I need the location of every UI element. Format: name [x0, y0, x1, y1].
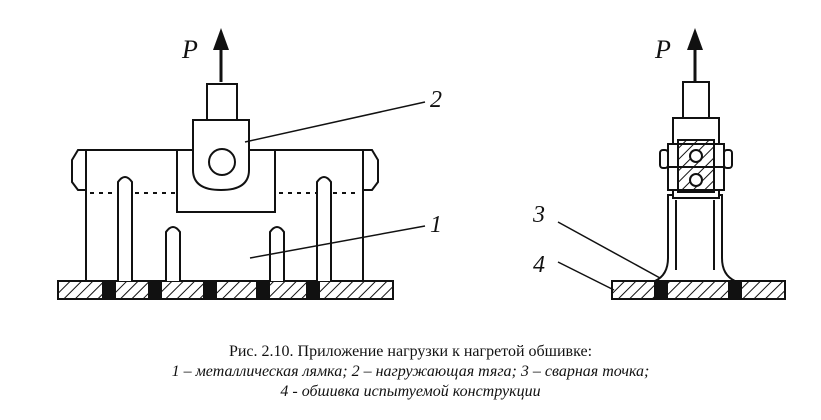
right-label-3: 3	[532, 202, 545, 228]
left-label-1: 1	[430, 212, 442, 238]
caption-line-2: 4 - обшивка испытуемой конструкции	[280, 383, 541, 400]
caption-line-1: 1 – металлическая лямка; 2 – нагружающая…	[171, 363, 650, 380]
right-skin	[611, 280, 786, 300]
left-force-label: P	[181, 35, 198, 64]
caption-title: Рис. 2.10. Приложение нагрузки к нагрето…	[228, 343, 593, 360]
left-label-2: 2	[430, 87, 442, 113]
right-assembly: P 3 4	[532, 28, 786, 300]
figure-caption: Рис. 2.10. Приложение нагрузки к нагрето…	[0, 342, 821, 402]
right-force-label: P	[654, 35, 671, 64]
right-loading-rod	[659, 81, 733, 199]
left-force-arrow	[213, 28, 229, 82]
left-skin	[57, 280, 394, 300]
figure-diagram: P	[57, 28, 786, 300]
left-assembly: P	[57, 28, 442, 300]
right-force-arrow	[687, 28, 703, 82]
right-label-4: 4	[533, 252, 545, 278]
left-loading-rod	[176, 83, 276, 213]
right-strap	[654, 194, 736, 282]
